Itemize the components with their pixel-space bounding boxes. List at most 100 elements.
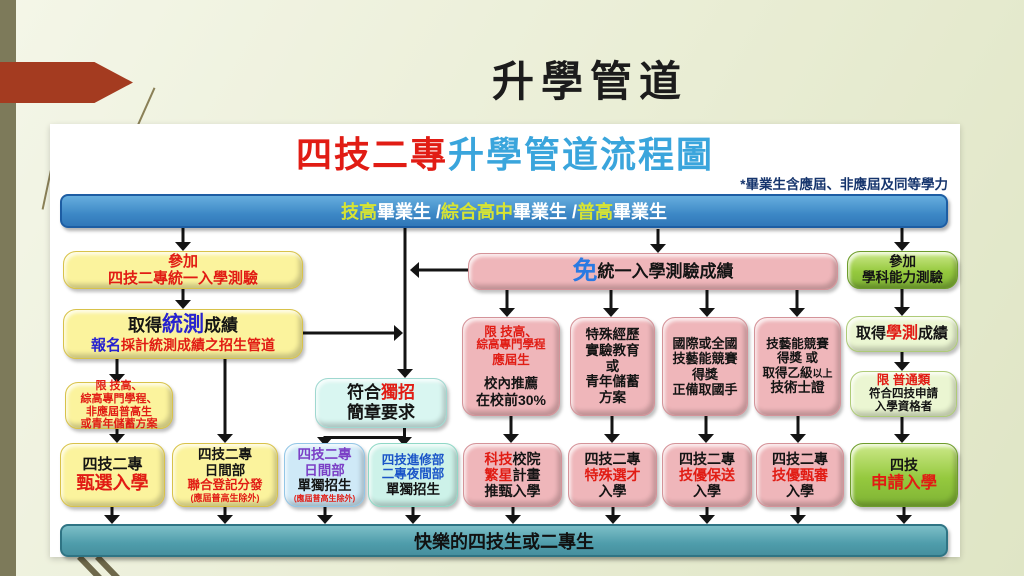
connector-arrow bbox=[894, 417, 910, 443]
connector-arrow bbox=[217, 507, 233, 524]
banner-segment: 畢業生 bbox=[613, 202, 668, 222]
text-line: 報名採計統測成績之招生管道 bbox=[64, 337, 302, 354]
connector-arrow bbox=[790, 507, 806, 524]
text-line: 四技進修部 bbox=[381, 452, 445, 467]
connector-arrow bbox=[699, 290, 715, 317]
connector-arrow bbox=[303, 325, 403, 341]
node-limit-note: 限 技高、 綜高專門學程、 非應屆普高生 或青年儲蓄方案 bbox=[65, 380, 173, 430]
text-line: 得獎 bbox=[691, 366, 718, 382]
text-line: 限 技高、 bbox=[95, 380, 143, 392]
text-segment: 成績 bbox=[918, 325, 949, 343]
connector-arrow bbox=[894, 289, 910, 316]
node-skill-zhenshen: 四技二專 技優甄審 入學 bbox=[756, 443, 844, 507]
connector-arrow bbox=[604, 416, 620, 443]
connector-line bbox=[403, 428, 406, 438]
node-school-recommend: 限 技高、 綜高專門學程 應屆生 校內推薦 在校前30% bbox=[462, 317, 560, 416]
text-line: 參加 bbox=[889, 254, 916, 270]
connector-arrow bbox=[790, 416, 806, 443]
connector-arrow bbox=[789, 290, 805, 317]
text-segment: 採計統測成績之招生管道 bbox=[121, 337, 275, 354]
text-line: 單獨招生 bbox=[386, 481, 440, 497]
left-edge-bar bbox=[0, 0, 16, 576]
text-segment: 免 bbox=[572, 257, 598, 285]
node-meet-independent-criteria: 符合獨招 簡章要求 bbox=[315, 378, 447, 428]
text-line: 四技 bbox=[890, 457, 918, 474]
text-line: 入學 bbox=[786, 483, 814, 500]
text-segment: 學測 bbox=[885, 324, 918, 342]
text-line: 方案 bbox=[599, 389, 626, 405]
node-gsat-limit: 限 普通類 符合四技申請 入學資格者 bbox=[850, 371, 957, 417]
text-line: 四技二專 bbox=[198, 446, 252, 462]
text-line: 學科能力測驗 bbox=[862, 270, 943, 285]
connector-arrow bbox=[605, 507, 621, 524]
text-line: 技藝能競賽 bbox=[672, 351, 738, 367]
connector-arrow bbox=[175, 228, 191, 251]
text-line: 科技校院 bbox=[464, 451, 561, 467]
text-line: 聯合登記分發 bbox=[187, 478, 263, 493]
node-apply-admission: 四技 申請入學 bbox=[850, 443, 958, 507]
happy-banner: 快樂的四技生或二專生 bbox=[60, 524, 948, 557]
connector-arrow bbox=[104, 507, 120, 524]
text-line: 日間部 bbox=[304, 462, 345, 478]
text-line: 限 技高、 bbox=[484, 324, 538, 339]
text-line: 單獨招生 bbox=[297, 478, 352, 494]
text-line: 得獎 或 bbox=[777, 351, 818, 366]
text-segment: 取得 bbox=[128, 316, 162, 336]
text-line: 特殊經歷 bbox=[585, 327, 640, 343]
red-arrow-decoration bbox=[0, 62, 133, 103]
text-line: 校內推薦 bbox=[484, 376, 538, 392]
heading-blue-part: 升學管道流程圖 bbox=[448, 134, 715, 175]
text-line: 技藝能競賽 bbox=[766, 336, 829, 351]
flowchart-heading: 四技二專升學管道流程圖 bbox=[50, 126, 960, 178]
connector-arrow bbox=[410, 262, 468, 278]
text-segment: 繁星 bbox=[484, 466, 513, 483]
text-line: 推甄入學 bbox=[484, 483, 541, 500]
text-segment: 取得乙級 bbox=[762, 365, 813, 380]
text-line: 限 普通類 bbox=[876, 373, 931, 388]
connector-arrow bbox=[217, 359, 233, 443]
text-line: 日間部 bbox=[204, 462, 246, 478]
text-line: 四技二專 bbox=[584, 450, 641, 467]
text-line: 正備取國手 bbox=[672, 381, 738, 397]
node-day-independent: 四技二專 日間部 單獨招生 (應屆普高生除外) bbox=[284, 443, 365, 507]
connector-arrow bbox=[603, 290, 619, 317]
text-segment: 符合 bbox=[347, 383, 381, 403]
text-line: 實驗教育 bbox=[585, 343, 640, 359]
node-exempt-banner: 免統一入學測驗成績 bbox=[468, 253, 838, 290]
text-line: (應屆普高生除外) bbox=[190, 492, 260, 503]
node-join-unified-test: 參加 四技二專統一入學測驗 bbox=[63, 251, 303, 289]
connector-arrow bbox=[896, 507, 912, 524]
text-line: 入學 bbox=[693, 483, 721, 500]
text-line: 國際或全國 bbox=[672, 336, 738, 352]
node-intl-competition: 國際或全國 技藝能競賽 得獎 正備取國手 bbox=[662, 317, 748, 416]
connector-arrow bbox=[894, 228, 910, 251]
connector-arrow bbox=[317, 507, 333, 524]
text-segment: 統一入學測驗成績 bbox=[597, 261, 734, 281]
text-line: 四技二專 bbox=[82, 455, 143, 473]
node-get-unified-score: 取得統測成績 報名採計統測成績之招生管道 bbox=[63, 309, 303, 359]
text-line: 特殊選才 bbox=[584, 466, 641, 483]
text-segment: 科技 bbox=[484, 450, 513, 467]
banner-segment: 普高 bbox=[577, 202, 614, 222]
text-line: 青年儲蓄 bbox=[585, 374, 640, 390]
node-day-joint-allocation: 四技二專 日間部 聯合登記分發 (應屆普高生除外) bbox=[172, 443, 278, 507]
text-line: 繁星計畫 bbox=[464, 467, 561, 483]
text-line: 非應屆普高生 bbox=[86, 405, 152, 418]
text-line: 取得乙級以上 bbox=[755, 366, 840, 381]
text-line: (應屆普高生除外) bbox=[293, 493, 356, 503]
text-line: 四技二專 bbox=[679, 450, 735, 467]
connector-arrow bbox=[499, 290, 515, 317]
connector-arrow bbox=[505, 507, 521, 524]
text-line: 取得統測成績 bbox=[64, 313, 302, 337]
text-segment: 獨招 bbox=[381, 383, 415, 403]
heading-red-part: 四技二專 bbox=[295, 134, 448, 175]
text-segment: 成績 bbox=[204, 316, 238, 336]
text-line: 簡章要求 bbox=[347, 403, 415, 422]
node-zhenxuan-admission: 四技二專 甄選入學 bbox=[60, 443, 165, 507]
connector-arrow bbox=[699, 507, 715, 524]
text-line: 甄選入學 bbox=[76, 473, 149, 494]
text-line: 綜高專門學程 bbox=[476, 339, 546, 352]
node-special-talent: 四技二專 特殊選才 入學 bbox=[568, 443, 657, 507]
node-get-gsat-score: 取得學測成績 bbox=[846, 316, 958, 352]
banner-segment: 技高 bbox=[340, 202, 377, 222]
